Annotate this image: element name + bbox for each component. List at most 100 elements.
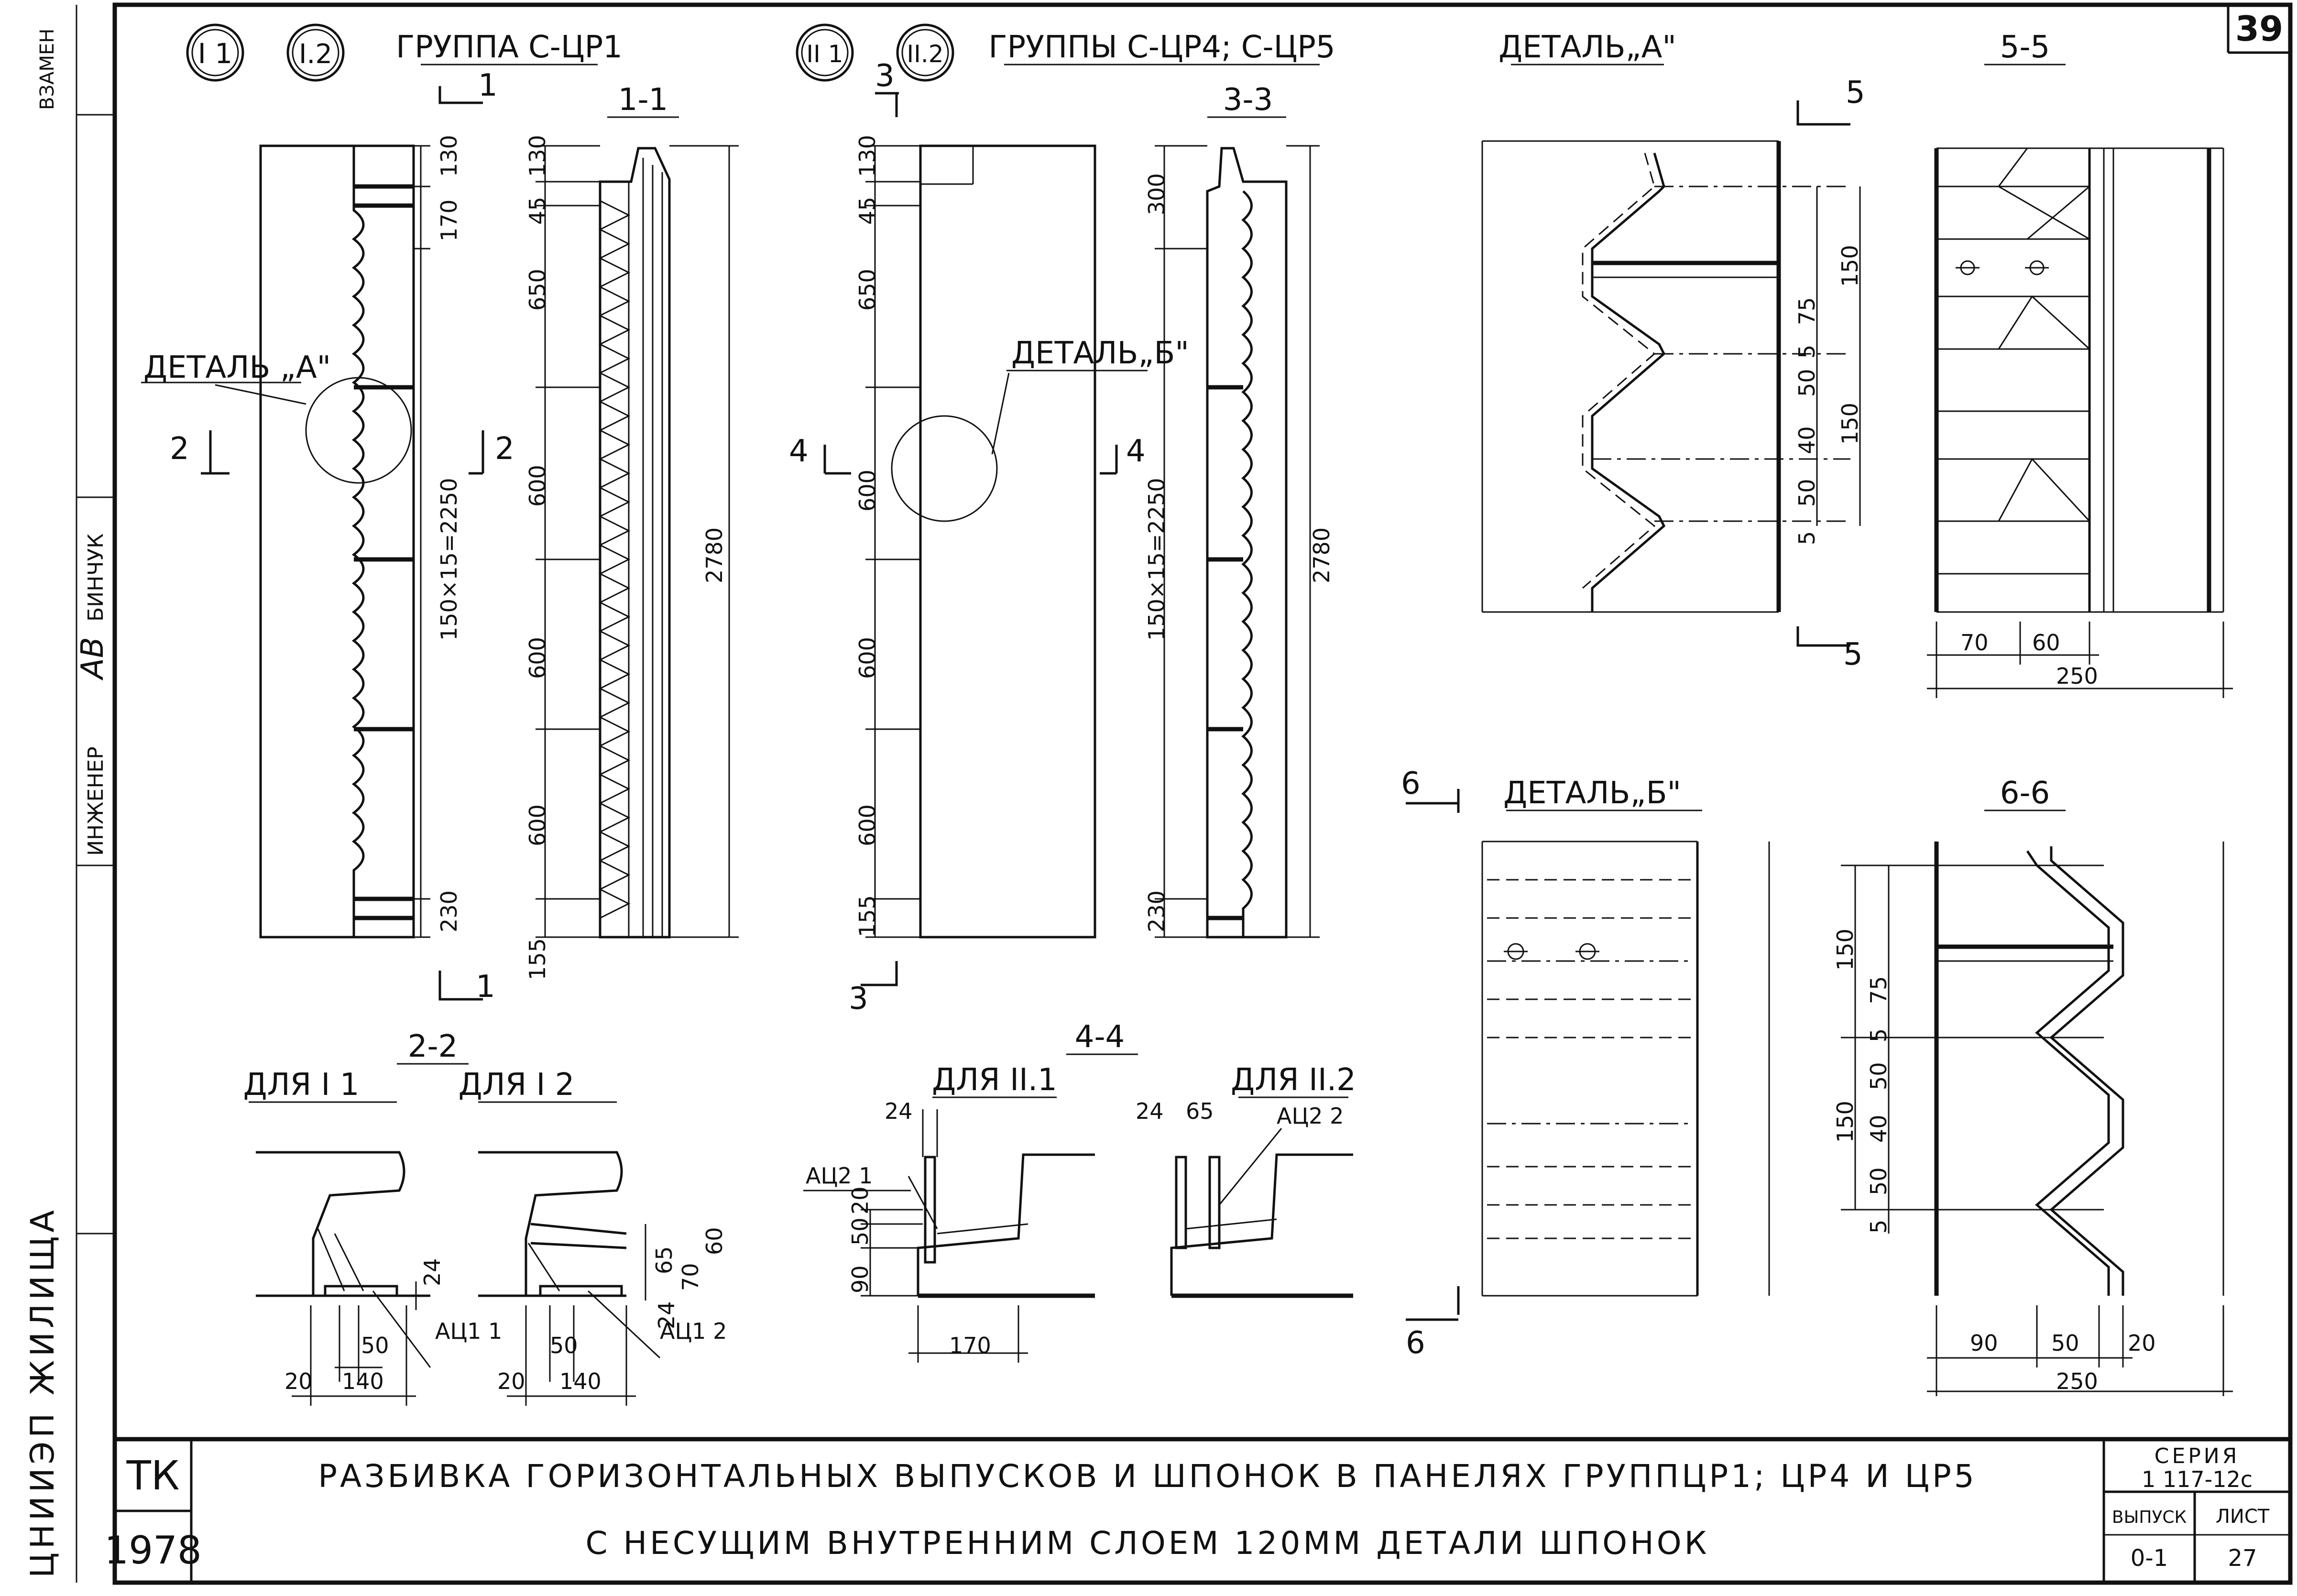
panel-mark-circle-i2 [286, 23, 345, 82]
mark-ac12: АЦ1 2 [660, 1318, 727, 1344]
series-value: 1 117-12с [2142, 1466, 2253, 1492]
dim-elev-i-0: 130 [436, 135, 462, 177]
section-5-5-dim-1: 60 [2032, 630, 2060, 656]
dim-22-right-1: 65 [651, 1246, 677, 1274]
section-6-6-dim-7: 5 [1866, 1220, 1892, 1234]
title-block [115, 1439, 2290, 1583]
section-6-6-dim-1: 75 [1866, 976, 1892, 1004]
section-5-5-dim-2: 250 [2056, 663, 2098, 689]
detail-b-callout: ДЕТАЛЬ„Б" [1011, 336, 1189, 371]
detail-b-cut-top: 6 [1401, 766, 1421, 801]
section-3-3: 3-3 300 150×15=2250 230 2780 [1144, 82, 1334, 939]
section-3-3-title: 3-3 [1223, 82, 1273, 118]
detail-a-cut-bottom: 5 [1843, 637, 1863, 672]
dim-sect-i-0: 130 [525, 135, 550, 177]
dim-44-right-1: 65 [1186, 1098, 1214, 1124]
panel-mark-circle-ii2 [896, 23, 954, 82]
detail-a-dim-3: 50 [1794, 369, 1820, 397]
section-2-2-title: 2-2 [408, 1029, 458, 1064]
cut-3-label-top: 3 [875, 58, 895, 94]
dim-22-right-0: 60 [701, 1227, 727, 1255]
dim-22-left-2: 20 [284, 1368, 313, 1394]
title-org: ТК [126, 1452, 180, 1499]
dim-sect-i-1: 45 [525, 197, 550, 225]
section-5-5-title: 5-5 [2000, 30, 2050, 65]
title-year: 1978 [104, 1528, 202, 1573]
dim-44-left-3: 90 [847, 1265, 873, 1293]
detail-b-title: ДЕТАЛЬ„Б" [1503, 776, 1681, 811]
dim-elev-ii-0: 130 [854, 135, 880, 177]
sheet-label: ЛИСТ [2216, 1506, 2270, 1528]
detail-a-callout: ДЕТАЛЬ „А" [143, 350, 331, 385]
dim-22-right-5: 20 [497, 1368, 525, 1394]
detail-a-title: ДЕТАЛЬ„А" [1499, 30, 1676, 65]
sheet-value: 27 [2228, 1545, 2257, 1572]
dim-sect-i-6: 155 [525, 938, 550, 980]
detail-a-dim-1: 75 [1794, 297, 1820, 325]
dim-sect-i-5: 600 [525, 804, 550, 846]
dim-sect-i-3: 600 [525, 465, 550, 507]
mark-ac22: АЦ2 2 [1277, 1103, 1344, 1129]
cut-2-label-right: 2 [495, 431, 514, 467]
section-6-6: 6-6 150 75 5 50 150 40 50 5 90 50 20 250 [1832, 776, 2233, 1396]
side-label-engineer: ИНЖЕНЕР [84, 746, 108, 856]
mark-ac11: АЦ1 1 [435, 1318, 502, 1344]
series-label: СЕРИЯ [2155, 1444, 2240, 1468]
side-label-replace: ВЗАМЕН [36, 29, 58, 110]
section-5-5: 5-5 70 60 250 [1927, 30, 2233, 698]
cut-4-label-left: 4 [789, 434, 809, 469]
detail-a-dim-7: 5 [1794, 531, 1820, 545]
dim-elev-ii-2: 650 [854, 269, 880, 311]
dim-44-left-1: 20 [847, 1186, 873, 1214]
dim-22-right-3: 24 [654, 1301, 679, 1329]
dim-44-left-2: 50 [847, 1217, 873, 1246]
dim-elev-i-2: 150×15=2250 [436, 478, 462, 641]
group-ii-title: ГРУППЫ С-ЦР4; С-ЦР5 [988, 30, 1335, 65]
side-organization-stamp: ЦНИИЭП ЖИЛИЩА [24, 1206, 62, 1578]
dim-sect-i-2: 650 [525, 269, 550, 311]
title-line-2: С НЕСУЩИМ ВНУТРЕННИМ СЛОЕМ 120ММ ДЕТАЛИ … [585, 1525, 1709, 1562]
dim-elev-ii-6: 155 [854, 895, 880, 937]
dim-sect-ii-2: 230 [1144, 890, 1170, 932]
section-1-1-title: 1-1 [618, 82, 668, 118]
section-6-6-dim-0: 150 [1832, 929, 1858, 971]
dim-elev-ii-4: 600 [854, 637, 880, 679]
dim-sect-i-7: 2780 [701, 527, 727, 583]
panel-mark-circle-ii1 [796, 23, 854, 82]
section-4-4-left-title: ДЛЯ II.1 [932, 1062, 1057, 1098]
detail-a-cut-top: 5 [1846, 75, 1865, 110]
panel-elevation-group-i: ДЕТАЛЬ „А" 1 1 2 2 130 170 150×15=2250 2… [141, 68, 514, 1005]
section-6-6-dim-9: 50 [2051, 1330, 2079, 1356]
section-6-6-dim-6: 50 [1866, 1167, 1892, 1195]
cut-1-label-bottom: 1 [476, 969, 495, 1005]
dim-sect-ii-0: 300 [1144, 173, 1170, 215]
title-line-1: РАЗБИВКА ГОРИЗОНТАЛЬНЫХ ВЫПУСКОВ И ШПОНО… [318, 1458, 1977, 1495]
sheet-number: 39 [2235, 9, 2283, 49]
section-6-6-dim-10: 20 [2128, 1330, 2156, 1356]
dim-44-right-0: 24 [1136, 1098, 1164, 1124]
dim-22-right-6: 140 [559, 1368, 602, 1394]
dim-22-left-0: 24 [419, 1258, 445, 1286]
dim-22-right-2: 70 [678, 1263, 703, 1291]
section-5-5-dim-0: 70 [1960, 630, 1989, 656]
dim-elev-i-3: 230 [436, 890, 462, 932]
issue-label: ВЫПУСК [2112, 1508, 2187, 1527]
panel-mark-i1: I 1 [198, 37, 232, 70]
panel-mark-i2: I.2 [299, 39, 332, 70]
dim-sect-ii-1: 150×15=2250 [1144, 478, 1170, 641]
section-4-4: 4-4 ДЛЯ II.1 ДЛЯ II.2 АЦ2 1 24 20 50 90 … [803, 1019, 1356, 1363]
group-i-title: ГРУППА С-ЦР1 [396, 30, 623, 65]
section-6-6-title: 6-6 [2000, 776, 2050, 811]
section-6-6-dim-11: 250 [2056, 1368, 2098, 1394]
panel-mark-circle-i1 [186, 23, 244, 82]
dim-44-left-0: 24 [885, 1098, 913, 1124]
mark-ac21: АЦ2 1 [806, 1163, 873, 1189]
section-6-6-dim-3: 50 [1866, 1062, 1892, 1090]
section-4-4-title: 4-4 [1075, 1019, 1125, 1055]
detail-a-dim-6: 50 [1794, 479, 1820, 507]
dim-sect-i-4: 600 [525, 637, 550, 679]
cut-2-label-left: 2 [170, 431, 189, 467]
dim-elev-ii-5: 600 [854, 804, 880, 846]
dim-sect-ii-3: 2780 [1309, 527, 1334, 583]
